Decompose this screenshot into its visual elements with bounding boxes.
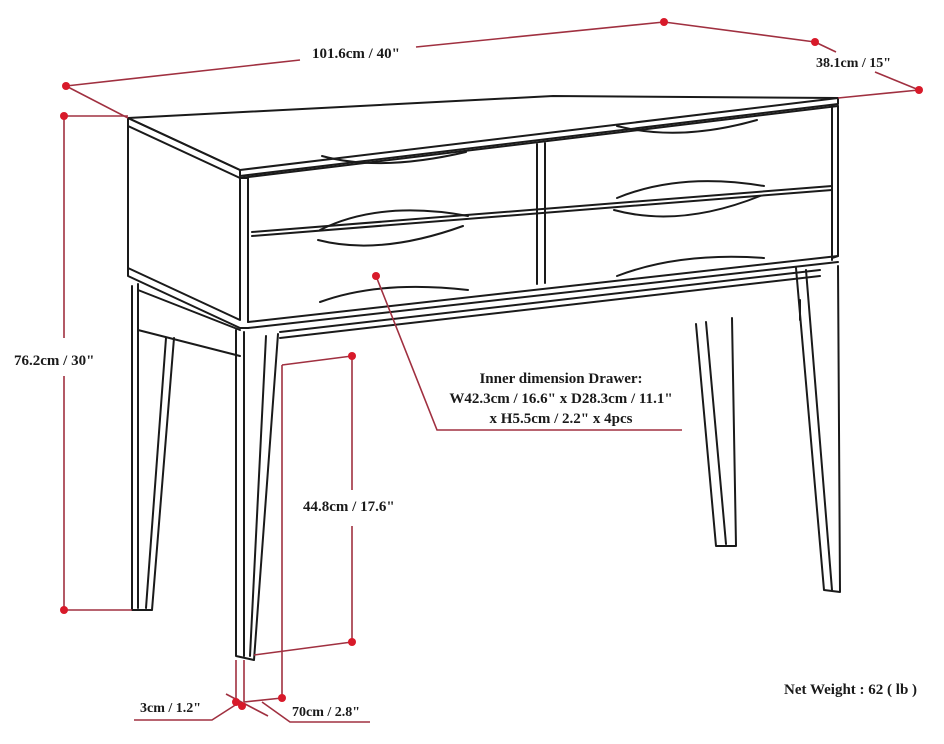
leg-width-label: 3cm / 1.2" xyxy=(140,701,202,716)
drawer-dimension-note: Inner dimension Drawer: W42.3cm / 16.6" … xyxy=(436,369,686,429)
drawer-note-line-3: x H5.5cm / 2.2" x 4pcs xyxy=(489,411,633,427)
dimension-lines xyxy=(63,21,920,723)
drawer-note-line-1: Inner dimension Drawer: xyxy=(479,371,643,387)
net-weight-label: Net Weight : 62 ( lb ) xyxy=(784,682,918,698)
dimension-markers xyxy=(60,18,923,710)
leg-depth-label: 70cm / 2.8" xyxy=(292,705,361,720)
clearance-label: 44.8cm / 17.6" xyxy=(303,499,395,515)
width-label: 101.6cm / 40" xyxy=(312,46,400,62)
drawer-note-line-2: W42.3cm / 16.6" x D28.3cm / 11.1" xyxy=(449,391,673,407)
depth-label: 38.1cm / 15" xyxy=(816,56,892,71)
console-table-outline xyxy=(127,95,841,661)
height-label: 76.2cm / 30" xyxy=(14,353,95,369)
